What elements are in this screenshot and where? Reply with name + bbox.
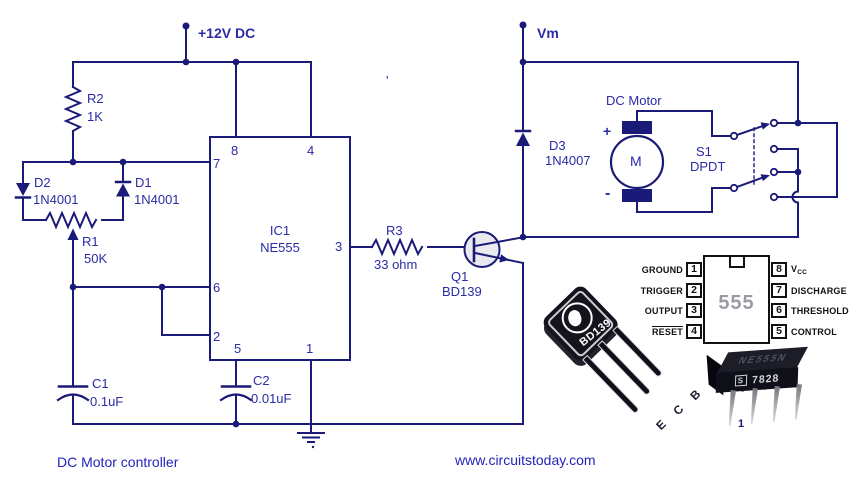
pinout-pin1-box: 1 bbox=[686, 262, 702, 277]
stray-mark: ' bbox=[386, 73, 389, 88]
c1-ref: C1 bbox=[92, 376, 109, 391]
diode-d1-symbol bbox=[114, 180, 132, 197]
logo-glyph bbox=[565, 308, 584, 328]
c2-value: 0.01uF bbox=[251, 391, 292, 406]
ic1-pin-1: 1 bbox=[306, 341, 314, 356]
ic1-value: NE555 bbox=[260, 240, 300, 255]
page-title: DC Motor controller bbox=[57, 454, 179, 470]
pinout-label-control: CONTROL bbox=[791, 326, 837, 337]
ic1-pin-4: 4 bbox=[307, 143, 315, 158]
dip-pin bbox=[792, 384, 803, 421]
d2-value: 1N4001 bbox=[33, 192, 79, 207]
dip-pin bbox=[748, 388, 759, 425]
ic1-pin-6: 6 bbox=[213, 280, 221, 295]
switch-s1-symbol bbox=[729, 118, 779, 202]
pinout-chip-body bbox=[703, 255, 770, 344]
diode-d3-symbol bbox=[514, 129, 532, 146]
vcc-main: V bbox=[791, 264, 798, 274]
website-credit: www.circuitstoday.com bbox=[455, 452, 596, 468]
ic1-pin-7: 7 bbox=[213, 156, 221, 171]
s1-ref: S1 bbox=[696, 144, 712, 159]
supply-label: +12V DC bbox=[198, 25, 256, 41]
ic1-ref: IC1 bbox=[269, 223, 291, 238]
motor-symbol bbox=[609, 121, 665, 202]
ic1-pin-2: 2 bbox=[213, 329, 221, 344]
dip-pin1-label: 1 bbox=[738, 418, 745, 430]
ground-symbol bbox=[297, 432, 325, 449]
capacitor-c2-symbol bbox=[219, 385, 253, 402]
pinout-label-vcc: VCC bbox=[791, 265, 807, 277]
r1-ref: R1 bbox=[82, 234, 99, 249]
motor-plus-label: + bbox=[603, 123, 612, 139]
pinout-label-ground: GROUND bbox=[641, 265, 683, 275]
pinout-chip-label: 555 bbox=[718, 292, 755, 314]
dip-date-code: 7828 bbox=[751, 372, 780, 387]
vcc-sub: CC bbox=[797, 269, 807, 276]
wires bbox=[22, 24, 838, 434]
dc-motor-label: DC Motor bbox=[606, 93, 662, 108]
s1-value: DPDT bbox=[690, 159, 726, 174]
motor-minus-label: - bbox=[605, 185, 611, 202]
pinout-pin8-box: 8 bbox=[771, 262, 787, 277]
pinout-pin6-box: 6 bbox=[771, 303, 787, 318]
bd139-leg-3 bbox=[612, 325, 664, 379]
d2-ref: D2 bbox=[34, 175, 51, 190]
junction-dots bbox=[69, 21, 802, 428]
pinout-pin4-box: 4 bbox=[686, 323, 702, 339]
d3-value: 1N4007 bbox=[545, 153, 591, 168]
pinout-chip-notch-icon bbox=[729, 257, 745, 268]
ic1-pin-5: 5 bbox=[234, 341, 242, 356]
bd139-leg-2 bbox=[597, 340, 652, 397]
pinout-label-reset: RESET bbox=[651, 326, 683, 337]
transistor-q1-symbol bbox=[463, 231, 525, 268]
pinout-label-discharge: DISCHARGE bbox=[791, 285, 847, 296]
r1-value: 50K bbox=[84, 251, 108, 266]
potentiometer-r1-symbol bbox=[44, 210, 98, 240]
d1-ref: D1 bbox=[135, 175, 152, 190]
d1-value: 1N4001 bbox=[134, 192, 180, 207]
signetics-logo-icon: S bbox=[734, 374, 748, 387]
pinout-pin3-box: 3 bbox=[686, 303, 702, 318]
motor-symbol-label: M bbox=[630, 153, 642, 169]
d3-ref: D3 bbox=[549, 138, 566, 153]
capacitor-c1-symbol bbox=[56, 385, 90, 402]
q1-ref: Q1 bbox=[451, 269, 469, 284]
q1-value: BD139 bbox=[442, 284, 482, 299]
ic1-pin-8: 8 bbox=[231, 143, 239, 158]
pinout-label-output: OUTPUT bbox=[644, 306, 683, 316]
dip-pin bbox=[726, 390, 737, 427]
r2-ref: R2 bbox=[87, 91, 104, 106]
pinout-pin5-box: 5 bbox=[771, 323, 787, 339]
resistor-r2-symbol bbox=[63, 85, 83, 133]
ic1-body bbox=[209, 136, 351, 361]
c2-ref: C2 bbox=[253, 373, 270, 388]
ic1-pin-3: 3 bbox=[335, 239, 343, 254]
resistor-r3-symbol bbox=[370, 237, 424, 257]
pinout-pin7-box: 7 bbox=[771, 282, 787, 298]
r3-value: 33 ohm bbox=[374, 257, 418, 272]
pinout-label-trigger: TRIGGER bbox=[640, 285, 683, 296]
pinout-label-threshold: THRESHOLD bbox=[791, 306, 849, 316]
dip-pin bbox=[770, 386, 781, 423]
r3-ref: R3 bbox=[386, 223, 403, 238]
vm-label: Vm bbox=[537, 25, 559, 41]
diode-d2-symbol bbox=[14, 183, 32, 199]
r2-value: 1K bbox=[87, 109, 103, 124]
c1-value: 0.1uF bbox=[90, 394, 124, 409]
pinout-pin2-box: 2 bbox=[686, 282, 702, 298]
